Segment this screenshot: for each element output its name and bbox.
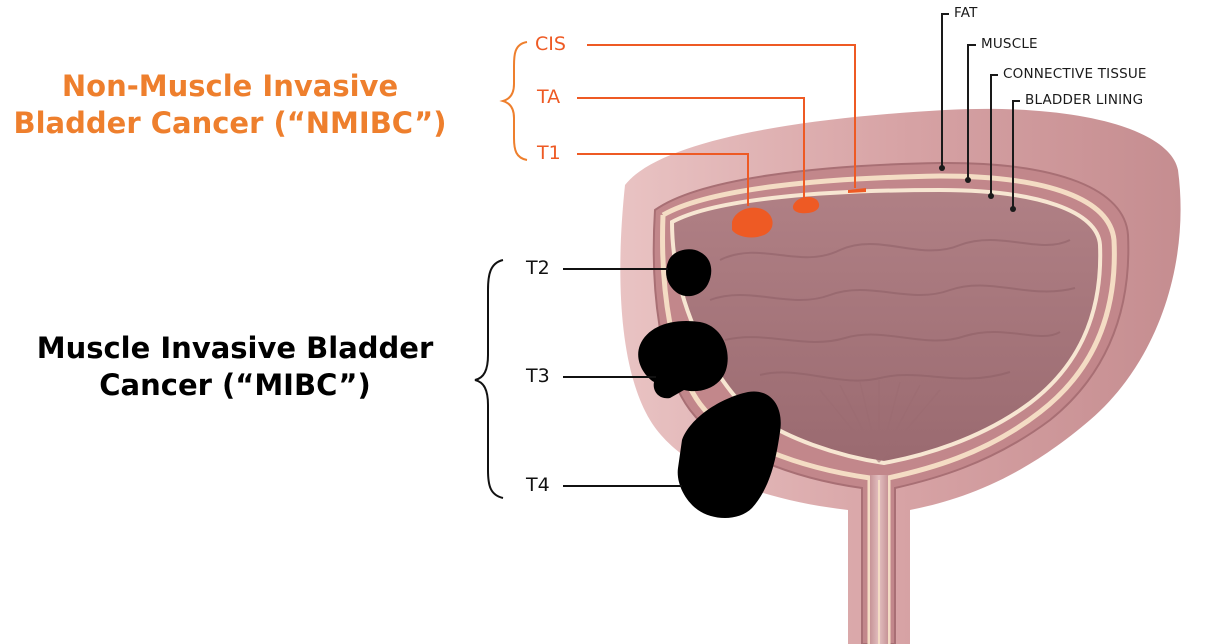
- mibc-label-line2: Cancer (“MIBC”): [0, 367, 470, 404]
- stage-label-t3: T3: [526, 365, 550, 387]
- layer-label-muscle: MUSCLE: [981, 36, 1038, 52]
- mibc-brace: [475, 260, 503, 498]
- mibc-label-line1: Muscle Invasive Bladder: [0, 330, 470, 367]
- nmibc-brace: [503, 42, 527, 160]
- nmibc-label-line1: Non-Muscle Invasive: [0, 68, 460, 105]
- stage-label-t1: T1: [537, 142, 561, 164]
- nmibc-label-line2: Bladder Cancer (“NMIBC”): [0, 105, 460, 142]
- stage-label-t4: T4: [526, 474, 550, 496]
- layer-label-connective-tissue: CONNECTIVE TISSUE: [1003, 66, 1147, 82]
- nmibc-group-label: Non-Muscle Invasive Bladder Cancer (“NMI…: [0, 68, 460, 142]
- stage-label-ta: TA: [537, 86, 560, 108]
- layer-label-bladder-lining: BLADDER LINING: [1025, 92, 1143, 108]
- mibc-group-label: Muscle Invasive Bladder Cancer (“MIBC”): [0, 330, 470, 404]
- stage-label-cis: CIS: [535, 33, 566, 55]
- stage-label-t2: T2: [526, 257, 550, 279]
- layer-label-fat: FAT: [954, 5, 978, 21]
